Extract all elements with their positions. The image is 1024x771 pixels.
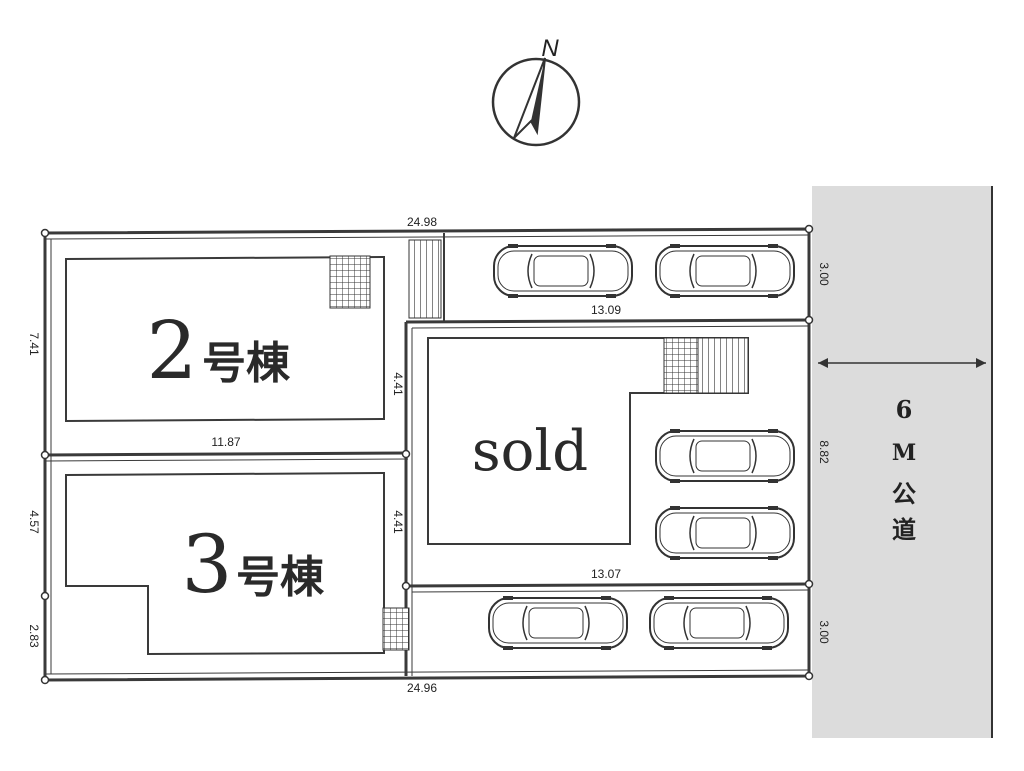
boundary-inner-top xyxy=(44,234,810,240)
lot3-building xyxy=(65,471,385,656)
road-name-2: 道 xyxy=(892,515,916,544)
road-width: 6 xyxy=(896,395,913,424)
boundary-marker xyxy=(804,315,814,325)
compass-label: N xyxy=(541,35,559,62)
arrowhead-right xyxy=(976,358,986,368)
boundary-marker xyxy=(40,675,50,685)
road-unit: M xyxy=(892,440,916,466)
boundary-markers xyxy=(40,224,814,685)
divider-2-3 xyxy=(44,451,409,457)
lot3-suffix: 号棟 xyxy=(236,552,325,603)
dim-parking-bottom: 13.07 xyxy=(591,567,621,581)
divider-parking-top-inner xyxy=(411,325,810,329)
dim-lot2-right: 4.41 xyxy=(391,372,405,396)
lot2-building xyxy=(65,255,385,423)
dim-left-lot2: 7.41 xyxy=(27,332,41,356)
dim-left-bottom: 2.83 xyxy=(27,624,41,648)
dim-right-mid: 8.82 xyxy=(817,440,831,464)
compass: N xyxy=(491,35,581,147)
dim-parking-top: 13.09 xyxy=(591,303,621,317)
car-icon xyxy=(488,596,628,650)
boundary-marker xyxy=(40,228,50,238)
divider-2-3-inner xyxy=(44,458,409,462)
road-name-1: 公 xyxy=(892,479,916,508)
lot3-grid-area xyxy=(382,607,410,651)
divider-parking-bottom-inner xyxy=(411,589,810,593)
dim-right-bottom: 3.00 xyxy=(817,620,831,644)
boundary-marker xyxy=(804,224,814,234)
lot2-stair-area xyxy=(408,239,442,319)
car-icon xyxy=(655,429,795,483)
car-icon xyxy=(649,596,789,650)
lot3-number: 3 xyxy=(182,518,233,611)
arrowhead-left xyxy=(818,358,828,368)
boundary-marker xyxy=(40,450,50,460)
lot2-number: 2 xyxy=(147,304,198,397)
boundary-marker xyxy=(401,449,411,459)
boundary-marker xyxy=(804,579,814,589)
sold-label: sold xyxy=(472,419,588,484)
boundary-marker xyxy=(401,581,411,591)
divider-parking-bottom xyxy=(405,582,810,588)
boundary-marker xyxy=(804,671,814,681)
parking-cars xyxy=(488,244,795,650)
dim-lot3-right: 4.41 xyxy=(391,510,405,534)
divider-parking-top xyxy=(405,318,810,324)
lot2-grid-area xyxy=(329,255,371,309)
car-icon xyxy=(655,506,795,560)
car-icon xyxy=(493,244,633,298)
lot3-label: 3 号棟 xyxy=(182,518,325,611)
sold-stair-area xyxy=(697,337,749,394)
dim-right-top: 3.00 xyxy=(817,262,831,286)
dim-lot2-bottom: 11.87 xyxy=(211,435,240,449)
boundary-marker xyxy=(40,591,50,601)
dim-left-lot3: 4.57 xyxy=(27,510,41,534)
car-icon xyxy=(655,244,795,298)
lot2-suffix: 号棟 xyxy=(202,338,291,389)
dim-bottom: 24.96 xyxy=(407,681,437,695)
road xyxy=(812,186,992,738)
lot2-label: 2 号棟 xyxy=(147,304,291,397)
sold-grid-area xyxy=(663,337,699,394)
boundary-inner-bottom xyxy=(44,669,810,675)
dim-top: 24.98 xyxy=(407,215,437,229)
